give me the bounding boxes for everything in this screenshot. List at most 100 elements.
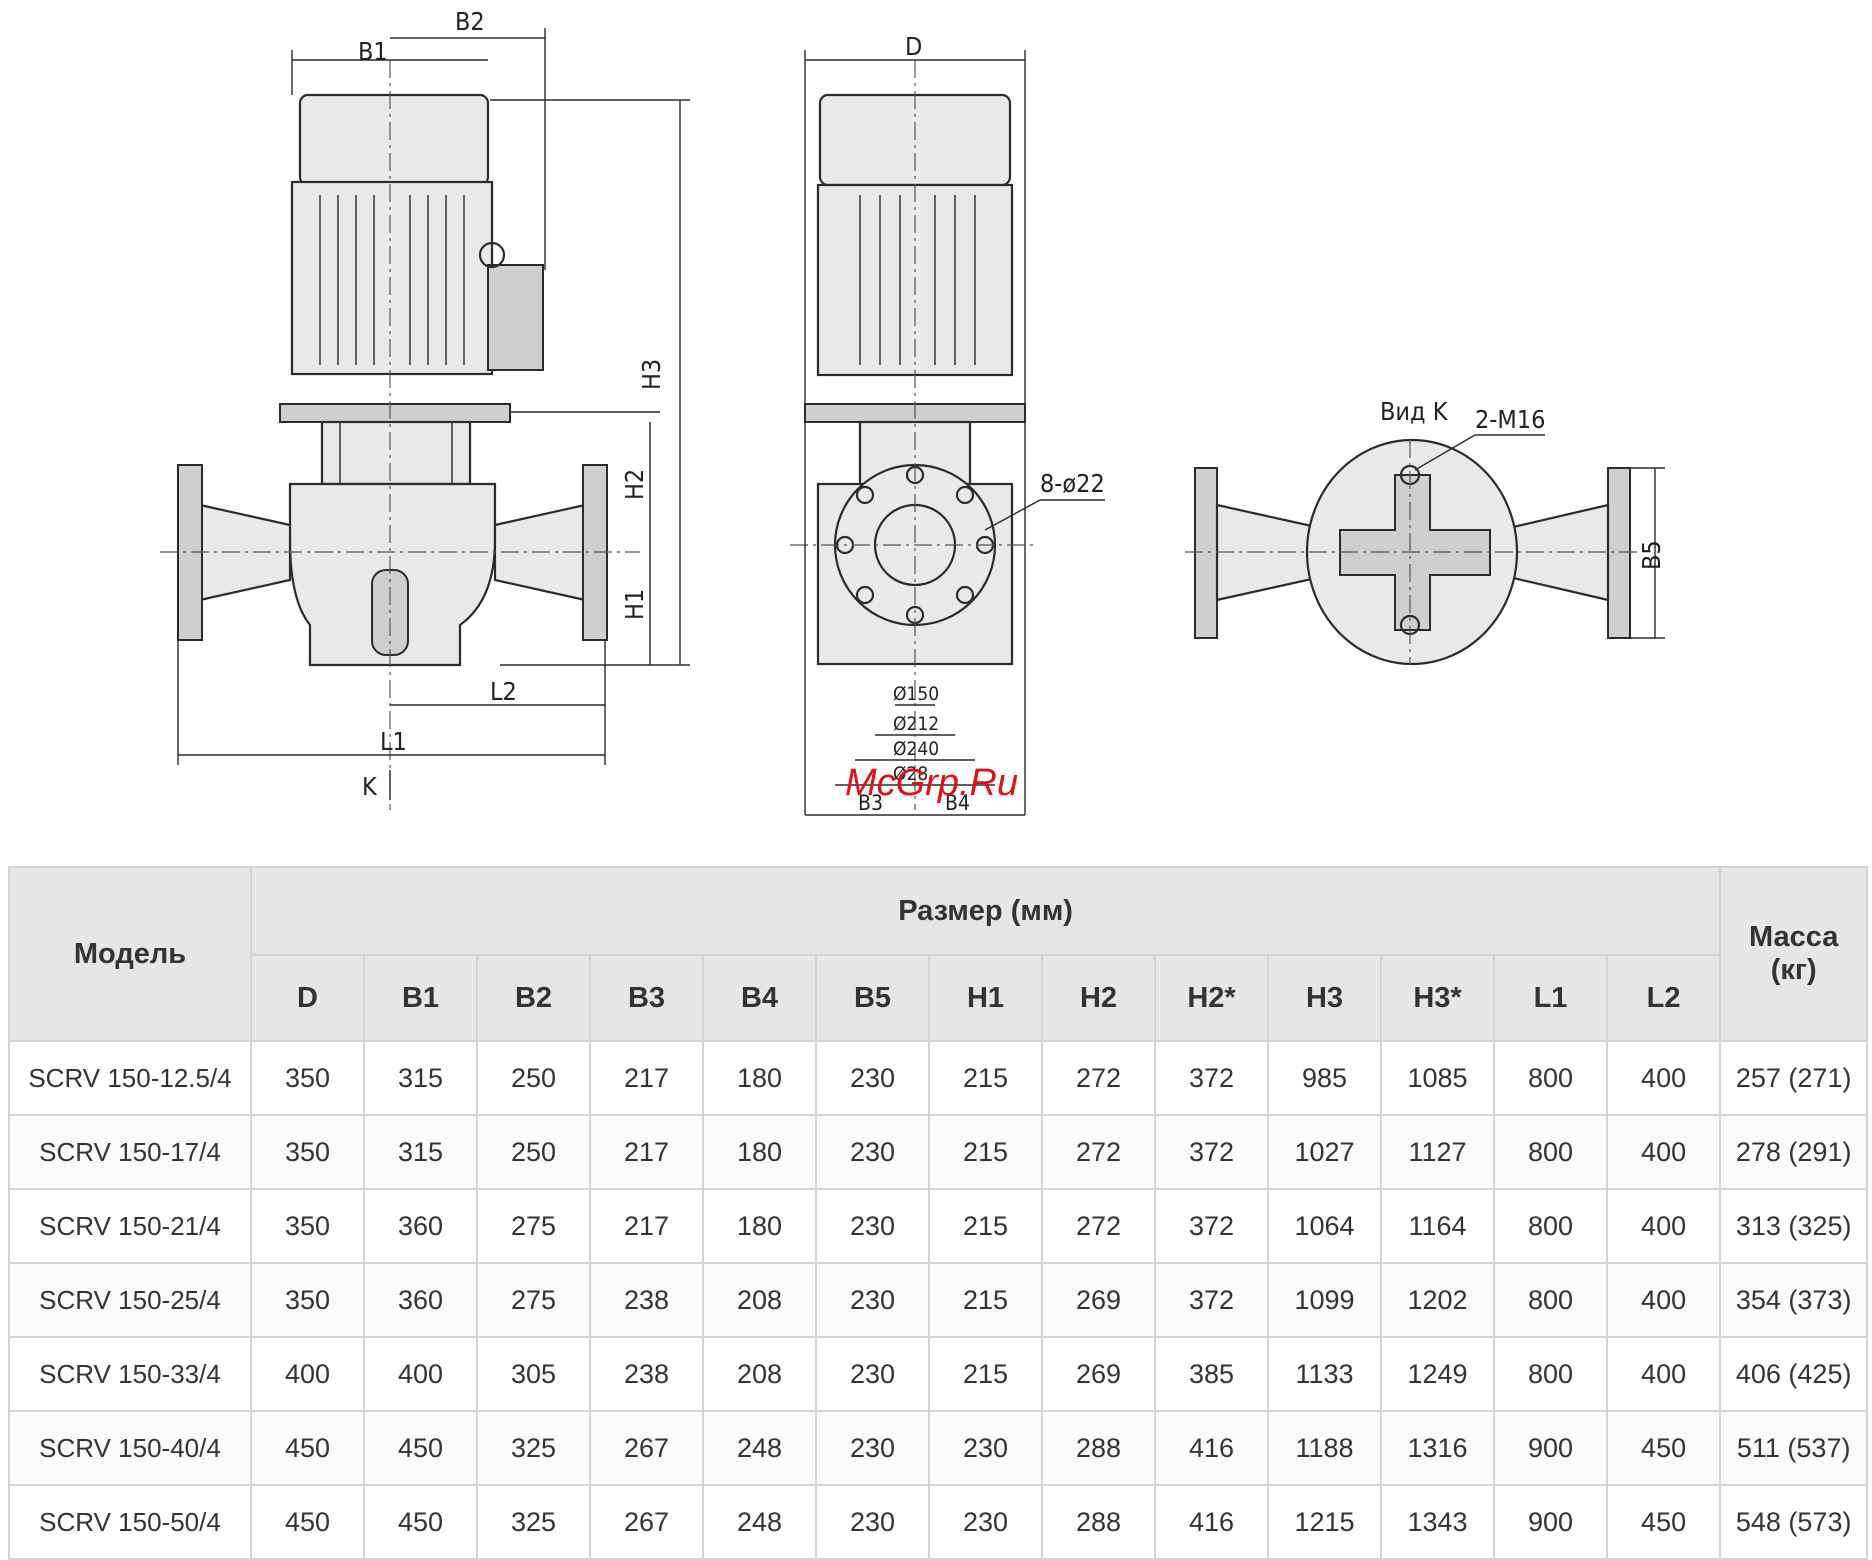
column-header: B4 (702, 954, 817, 1042)
dimension-cell: 238 (589, 1336, 704, 1412)
dimension-cell: 230 (815, 1188, 930, 1264)
dimension-cell: 900 (1493, 1410, 1608, 1486)
label-h2: H2 (620, 469, 649, 500)
dimension-cell: 416 (1154, 1484, 1269, 1560)
column-header: H3* (1380, 954, 1495, 1042)
dimension-cell: 385 (1154, 1336, 1269, 1412)
dimension-cell: 217 (589, 1040, 704, 1116)
dimension-cell: 800 (1493, 1262, 1608, 1338)
dimension-cell: 275 (476, 1262, 591, 1338)
model-cell: SCRV 150-21/4 (8, 1188, 252, 1264)
dimension-cell: 1164 (1380, 1188, 1495, 1264)
column-header: L1 (1493, 954, 1608, 1042)
column-header: H1 (928, 954, 1043, 1042)
label-vid-k: Вид K (1380, 397, 1449, 426)
dimension-cell: 288 (1041, 1484, 1156, 1560)
dimension-cell: 450 (363, 1410, 478, 1486)
dimension-cell: 272 (1041, 1114, 1156, 1190)
side-view: D 8-ø22 Ø150 Ø212 Ø240 Ø28 B3 B4 McGrp.R… (790, 32, 1105, 816)
mass-cell: 511 (537) (1719, 1410, 1869, 1486)
dimension-cell: 248 (702, 1484, 817, 1560)
label-d240: Ø240 (893, 738, 939, 760)
label-b1: B1 (358, 37, 388, 66)
dimension-cell: 1127 (1380, 1114, 1495, 1190)
dimension-cell: 315 (363, 1114, 478, 1190)
view-k: Вид K 2-M16 B5 (1185, 397, 1666, 666)
mass-cell: 406 (425) (1719, 1336, 1869, 1412)
dimension-cell: 800 (1493, 1114, 1608, 1190)
dimension-cell: 1249 (1380, 1336, 1495, 1412)
mass-cell: 257 (271) (1719, 1040, 1869, 1116)
dimension-cell: 215 (928, 1262, 1043, 1338)
dimension-cell: 305 (476, 1336, 591, 1412)
model-cell: SCRV 150-50/4 (8, 1484, 252, 1560)
dimension-cell: 272 (1041, 1040, 1156, 1116)
dimension-cell: 400 (1605, 1114, 1722, 1190)
dimension-cell: 250 (476, 1114, 591, 1190)
dimension-cell: 360 (363, 1262, 478, 1338)
dimension-cell: 215 (928, 1114, 1043, 1190)
column-header: B3 (589, 954, 704, 1042)
dimension-cell: 215 (928, 1040, 1043, 1116)
dimension-cell: 800 (1493, 1188, 1608, 1264)
watermark: McGrp.Ru (845, 762, 1018, 804)
dimension-cell: 372 (1154, 1188, 1269, 1264)
dimension-cell: 215 (928, 1188, 1043, 1264)
label-b2: B2 (455, 7, 485, 36)
dimension-cell: 208 (702, 1336, 817, 1412)
dimension-cell: 267 (589, 1484, 704, 1560)
dimension-cell: 1343 (1380, 1484, 1495, 1560)
header-size: Размер (мм) (249, 866, 1722, 956)
dimension-cell: 325 (476, 1484, 591, 1560)
header-model: Модель (8, 866, 252, 1042)
dimension-cell: 416 (1154, 1410, 1269, 1486)
dimension-cell: 800 (1493, 1040, 1608, 1116)
label-l1: L1 (380, 727, 407, 756)
dimension-cell: 1133 (1267, 1336, 1382, 1412)
dimension-cell: 230 (928, 1484, 1043, 1560)
dimension-cell: 180 (702, 1188, 817, 1264)
model-cell: SCRV 150-17/4 (8, 1114, 252, 1190)
label-k: K (362, 772, 378, 801)
label-b3: B3 (858, 791, 883, 815)
dimension-cell: 350 (250, 1114, 365, 1190)
dimension-cell: 985 (1267, 1040, 1382, 1116)
dimension-cell: 450 (1605, 1410, 1722, 1486)
dimension-cell: 372 (1154, 1040, 1269, 1116)
dimension-cell: 180 (702, 1114, 817, 1190)
dimension-cell: 360 (363, 1188, 478, 1264)
dimension-cell: 230 (815, 1040, 930, 1116)
dimension-cell: 250 (476, 1040, 591, 1116)
dimension-cell: 217 (589, 1114, 704, 1190)
technical-drawing: B1 B2 H3 H2 H1 L2 L1 K (160, 7, 1666, 816)
column-header: H2* (1154, 954, 1269, 1042)
dimension-cell: 800 (1493, 1336, 1608, 1412)
dimension-cell: 1099 (1267, 1262, 1382, 1338)
mass-cell: 313 (325) (1719, 1188, 1869, 1264)
dimension-cell: 269 (1041, 1336, 1156, 1412)
mass-cell: 548 (573) (1719, 1484, 1869, 1560)
dimension-cell: 230 (815, 1484, 930, 1560)
label-bolts: 2-M16 (1475, 405, 1545, 434)
header-mass: Масса (кг) (1719, 866, 1869, 1042)
label-b4: B4 (945, 791, 970, 815)
dimension-cell: 450 (363, 1484, 478, 1560)
dimension-cell: 400 (1605, 1262, 1722, 1338)
dimension-cell: 208 (702, 1262, 817, 1338)
dimension-cell: 400 (1605, 1336, 1722, 1412)
dimension-cell: 350 (250, 1040, 365, 1116)
dimension-cell: 230 (815, 1410, 930, 1486)
dimension-cell: 372 (1154, 1262, 1269, 1338)
dimension-cell: 267 (589, 1410, 704, 1486)
label-d28x: Ø28 (893, 763, 928, 785)
dimension-cell: 1085 (1380, 1040, 1495, 1116)
dimension-cell: 350 (250, 1188, 365, 1264)
